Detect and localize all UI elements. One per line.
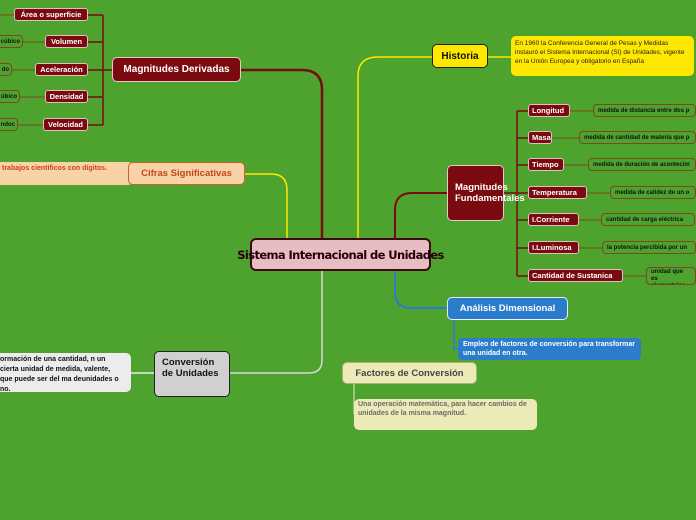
cifras-description: trabajos científicos con dígitos.: [0, 162, 133, 185]
fundamental-tiempo-leaf[interactable]: medida de duración de acontecim: [588, 158, 696, 171]
analisis-description: Empleo de factores de conversión para tr…: [458, 338, 641, 360]
fundamental-masa-leaf[interactable]: medida de cantidad de materia que p: [579, 131, 696, 144]
derivada-velocidad-leaf[interactable]: ndoc: [0, 118, 18, 131]
conversion-unidades-node[interactable]: Conversión de Unidades: [154, 351, 230, 397]
fundamental-masa[interactable]: Masa: [528, 131, 552, 144]
fundamental-cantidad-sustancia[interactable]: Cantidad de Sustanica: [528, 269, 623, 282]
magnitudes-derivadas-node[interactable]: Magnitudes Derivadas: [112, 57, 241, 82]
derivada-aceleracion[interactable]: Aceleración: [35, 63, 88, 76]
derivada-aceleracion-leaf[interactable]: do: [0, 63, 12, 76]
fundamental-luminosa-leaf[interactable]: la potencia percibida por un: [602, 241, 696, 254]
fundamental-cantidad-sustancia-leaf[interactable]: unidad que es elementales pr: [646, 267, 696, 285]
historia-node[interactable]: Historia: [432, 44, 488, 68]
fundamental-corriente-leaf[interactable]: cantidad de carga eléctrica: [601, 213, 695, 226]
factores-conversion-node[interactable]: Factores de Conversión: [342, 362, 477, 384]
fundamental-temperatura[interactable]: Temperatura: [528, 186, 587, 199]
derivada-area[interactable]: Área o superficie: [14, 8, 88, 21]
analisis-dimensional-node[interactable]: Análisis Dimensional: [447, 297, 568, 320]
derivada-densidad[interactable]: Densidad: [45, 90, 88, 103]
fundamental-corriente[interactable]: I.Corriente: [528, 213, 579, 226]
derivada-velocidad[interactable]: Velocidad: [43, 118, 88, 131]
fundamental-luminosa[interactable]: I.Luminosa: [528, 241, 579, 254]
derivada-volumen[interactable]: Volumen: [45, 35, 88, 48]
derivada-volumen-leaf[interactable]: cúbico: [0, 35, 23, 48]
factores-description: Una operación matemática, para hacer cam…: [354, 399, 537, 430]
fundamental-longitud[interactable]: Longitud: [528, 104, 570, 117]
magnitudes-fundamentales-node[interactable]: Magnitudes Fundamentales: [447, 165, 525, 221]
fundamental-tiempo[interactable]: Tiempo: [528, 158, 564, 171]
fundamental-temperatura-leaf[interactable]: medida de calidez de un o: [610, 186, 696, 199]
historia-description: En 1960 la Conferencia General de Pesas …: [511, 36, 694, 76]
derivada-densidad-leaf[interactable]: úbico: [0, 90, 20, 103]
conversion-description: ormación de una cantidad, n un cierta un…: [0, 353, 131, 393]
fundamental-longitud-leaf[interactable]: medida de distancia entre dos p: [593, 104, 696, 117]
cifras-significativas-node[interactable]: Cifras Significativas: [128, 162, 245, 185]
central-topic[interactable]: Sistema Internacional de Unidades: [237, 238, 444, 271]
